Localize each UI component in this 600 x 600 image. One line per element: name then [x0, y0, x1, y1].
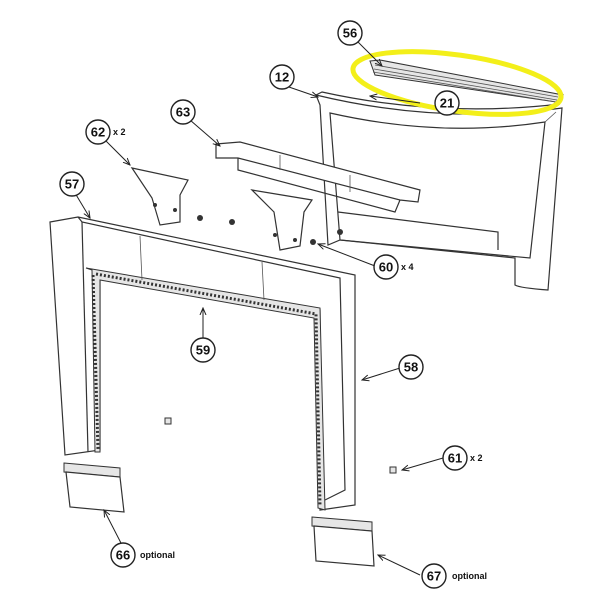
callout-12: 12 [269, 64, 295, 90]
part-63-bracket [215, 141, 421, 213]
part-67-block [311, 516, 375, 567]
leader-lines [74, 39, 444, 576]
callout-62: 62 x 2 [85, 119, 126, 145]
callout-57: 57 [59, 171, 85, 197]
svg-text:58: 58 [404, 360, 418, 375]
part-56-top-grill [369, 59, 565, 103]
callout-66: 66 optional [110, 542, 175, 568]
part-57-front-frame [49, 216, 356, 511]
callout-56: 56 [337, 20, 363, 46]
callout-61: 61 x 2 [442, 445, 483, 471]
svg-text:optional: optional [452, 571, 487, 581]
svg-text:57: 57 [65, 177, 79, 192]
svg-text:61: 61 [448, 451, 462, 466]
part-62-plates [130, 167, 343, 251]
callout-21: 21 [434, 90, 460, 116]
svg-text:x 2: x 2 [113, 127, 126, 137]
svg-text:x 4: x 4 [401, 262, 414, 272]
svg-text:60: 60 [379, 260, 393, 275]
callout-58: 58 [398, 354, 424, 380]
part-12-back-surround [315, 91, 563, 291]
svg-text:56: 56 [343, 26, 357, 41]
svg-text:12: 12 [275, 70, 289, 85]
svg-text:66: 66 [116, 548, 130, 563]
svg-text:x 2: x 2 [470, 453, 483, 463]
callout-59: 59 [190, 337, 216, 363]
svg-text:63: 63 [176, 105, 190, 120]
callout-67: 67 optional [421, 563, 487, 589]
part-small-clips [164, 417, 397, 474]
svg-text:optional: optional [140, 550, 175, 560]
svg-text:59: 59 [196, 343, 210, 358]
svg-text:67: 67 [427, 569, 441, 584]
svg-text:21: 21 [440, 96, 454, 111]
part-66-block [63, 462, 125, 513]
callout-60: 60 x 4 [373, 254, 414, 280]
svg-text:62: 62 [91, 125, 105, 140]
callout-63: 63 [170, 99, 196, 125]
